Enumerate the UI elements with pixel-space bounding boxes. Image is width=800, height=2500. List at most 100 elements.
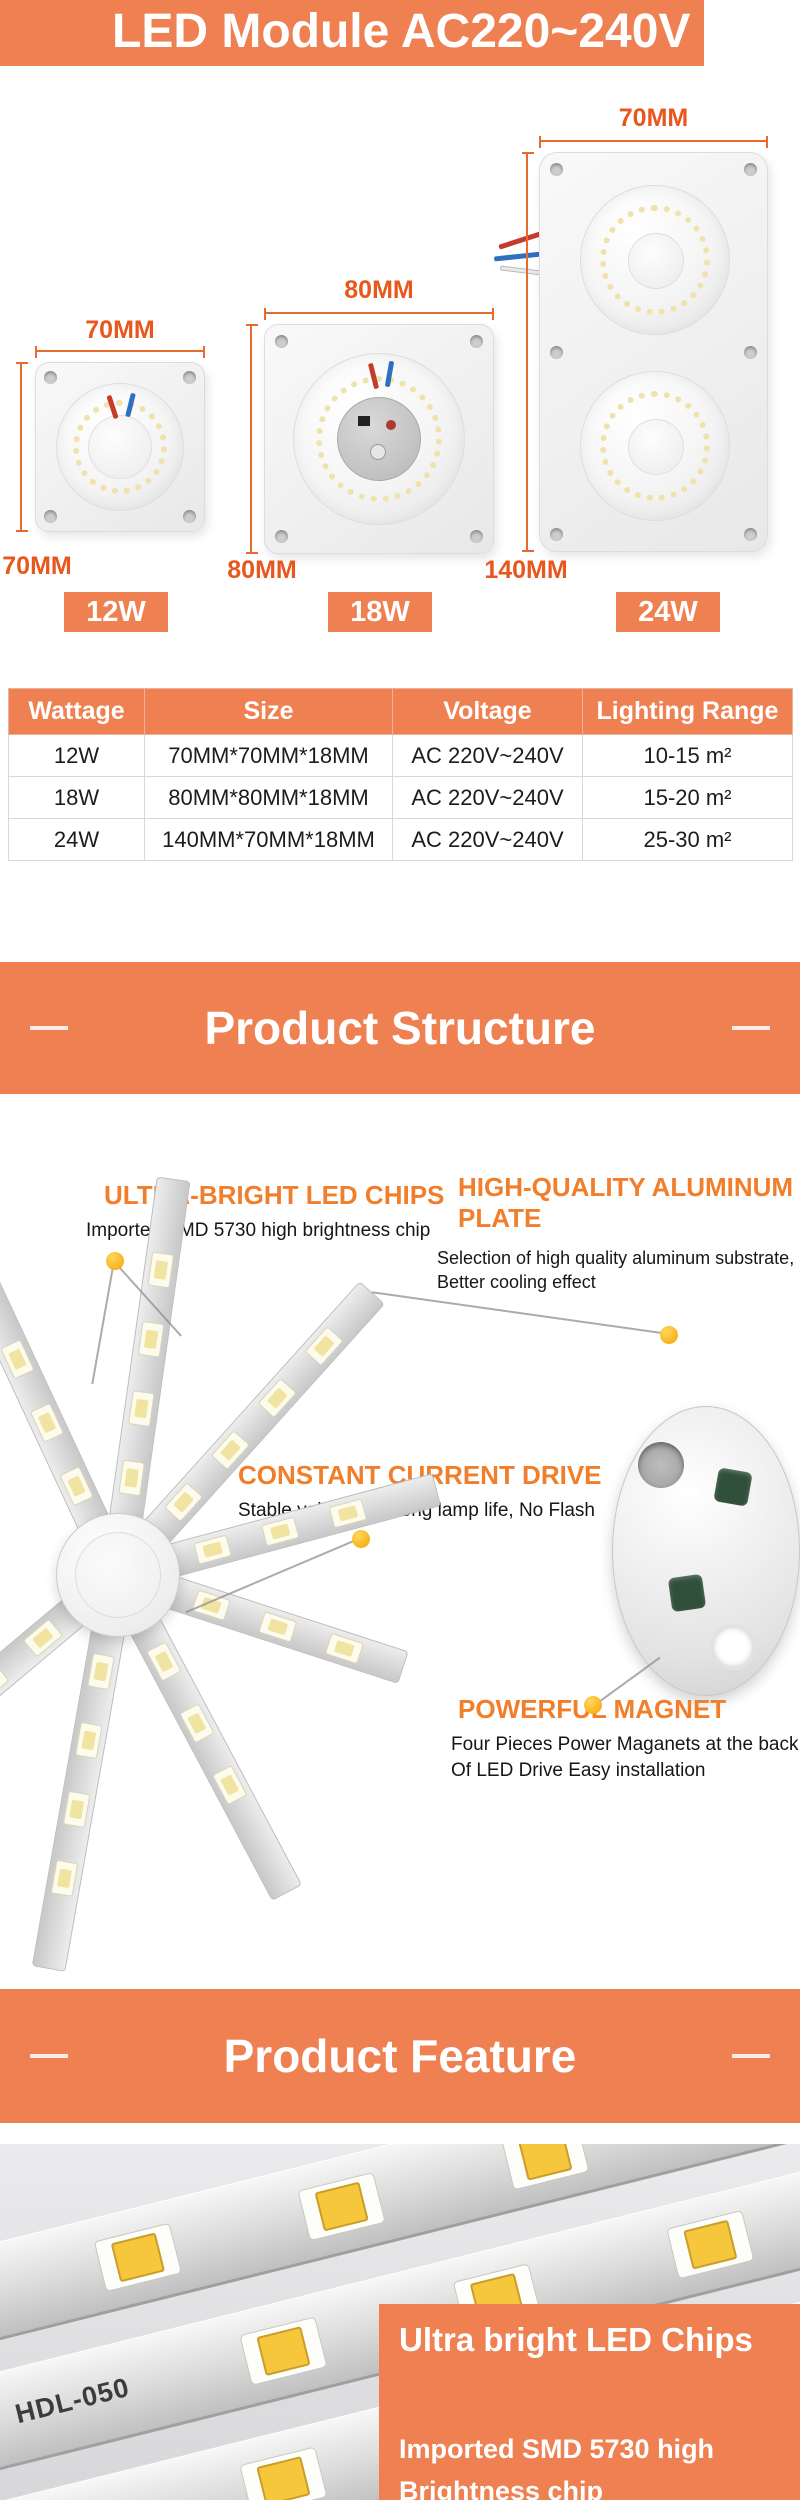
section-title-structure: Product Structure (204, 1002, 596, 1054)
driver-component (358, 416, 370, 426)
screw-hole (550, 528, 563, 541)
screw-hole (550, 163, 563, 176)
table-row: 24W 140MM*70MM*18MM AC 220V~240V 25-30 m… (8, 818, 793, 861)
led-chip (146, 1641, 182, 1682)
column-header-lighting-range: Lighting Range (582, 688, 793, 735)
magnet-block (667, 1573, 707, 1613)
driver-cover (88, 415, 152, 479)
driver-board (337, 397, 421, 481)
led-chip (324, 1632, 364, 1665)
dimension-line (16, 362, 28, 532)
table-cell: AC 220V~240V (392, 734, 583, 777)
table-cell: 18W (8, 776, 145, 819)
led-chip (0, 1663, 10, 1703)
module-photo-12w (35, 362, 205, 532)
screw-hole (44, 510, 57, 523)
banner-dash-right (732, 2054, 770, 2058)
led-chip (137, 1320, 165, 1358)
callout-dot-magnet (584, 1696, 602, 1714)
table-cell: 10-15 m² (582, 734, 793, 777)
section-banner-feature: Product Feature (0, 1989, 800, 2123)
dim-label-18w-width: 80MM (344, 276, 414, 304)
module-photo-24w (539, 152, 768, 552)
led-chip-large (239, 2316, 328, 2386)
banner-dash-right (732, 1026, 770, 1030)
dimension-line (246, 324, 258, 554)
table-cell: 12W (8, 734, 145, 777)
led-chip (193, 1534, 232, 1565)
spec-table: Wattage Size Voltage Lighting Range 12W … (8, 688, 793, 861)
driver-hub (56, 1513, 180, 1637)
feature-callout: Ultra bright LED Chips Imported SMD 5730… (379, 2304, 800, 2500)
annotation-body-magnet: Four Pieces Power Maganets at the back O… (451, 1734, 799, 1781)
driver-component (386, 420, 396, 430)
screw-hole (470, 530, 483, 543)
section-banner-structure: Product Structure (0, 962, 800, 1094)
table-cell: 70MM*70MM*18MM (144, 734, 393, 777)
table-row: 18W 80MM*80MM*18MM AC 220V~240V 15-20 m² (8, 776, 793, 819)
table-cell: 25-30 m² (582, 818, 793, 861)
screw-hole (744, 528, 757, 541)
column-header-wattage: Wattage (8, 688, 145, 735)
led-module-open-view (0, 1100, 540, 1990)
module-photo-18w (264, 324, 494, 554)
dim-label-24w-width: 70MM (618, 104, 689, 132)
annotation-heading-aluminum-plate: HIGH-QUALITY ALUMINUM PLATE (458, 1172, 794, 1234)
annotation-body-aluminum-plate: Selection of high quality aluminum subst… (437, 1248, 795, 1293)
column-header-voltage: Voltage (392, 688, 583, 735)
cover-knob (710, 1624, 756, 1670)
led-chip (328, 1498, 368, 1529)
led-chip (257, 1378, 297, 1419)
led-chip (62, 1790, 91, 1829)
led-chip (50, 1859, 79, 1897)
led-chip (258, 1611, 298, 1643)
strip-model-label: HDL-050 (12, 2371, 133, 2430)
dimension-line (539, 136, 768, 148)
callout-dot-led-chips (106, 1252, 124, 1270)
led-chip (179, 1703, 215, 1744)
callout-dot-current-drive (352, 1530, 370, 1548)
led-chip (118, 1459, 145, 1497)
callout-title: Ultra bright LED Chips (399, 2321, 753, 2358)
dimension-line (522, 152, 534, 552)
banner-dash-left (30, 2054, 68, 2058)
led-chip (147, 1251, 175, 1289)
dim-label-12w-width: 70MM (85, 316, 155, 344)
section-title-feature: Product Feature (223, 2030, 577, 2082)
driver-component (370, 444, 386, 460)
led-lens (580, 371, 730, 521)
screw-hole (183, 510, 196, 523)
dim-label-24w-height: 140MM (484, 556, 568, 584)
wattage-badge-24w: 24W (616, 592, 720, 632)
led-lens (56, 383, 184, 511)
cover-hole (638, 1442, 684, 1488)
screw-hole (275, 335, 288, 348)
callout-body: Imported SMD 5730 high Brightness chip (399, 2434, 715, 2500)
table-cell: AC 220V~240V (392, 776, 583, 819)
dimension-line (35, 346, 205, 358)
table-cell: 15-20 m² (582, 776, 793, 819)
page-title: LED Module AC220~240V (0, 0, 704, 66)
annotation-body-led-chips: Imported SMD 5730 high brightness chip (86, 1220, 431, 1241)
wattage-badge-18w: 18W (328, 592, 432, 632)
led-chip (29, 1402, 65, 1443)
led-chip (304, 1326, 344, 1367)
product-feature-photo: HDL-050 HDL-050 Ultra bright LED Chips I… (0, 2144, 800, 2500)
table-cell: 24W (8, 818, 145, 861)
led-chip (22, 1618, 64, 1658)
wattage-badge-12w: 12W (64, 592, 168, 632)
led-chip (75, 1721, 103, 1760)
screw-hole (44, 371, 57, 384)
led-chip (261, 1516, 300, 1547)
led-chip (212, 1764, 248, 1806)
table-cell: 140MM*70MM*18MM (144, 818, 393, 861)
led-chip (128, 1390, 155, 1428)
dim-label-12w-height: 70MM (2, 552, 72, 580)
screw-hole (275, 530, 288, 543)
screw-hole (744, 346, 757, 359)
banner-dash-left (30, 1026, 68, 1030)
led-chip (164, 1482, 204, 1523)
table-cell: AC 220V~240V (392, 818, 583, 861)
